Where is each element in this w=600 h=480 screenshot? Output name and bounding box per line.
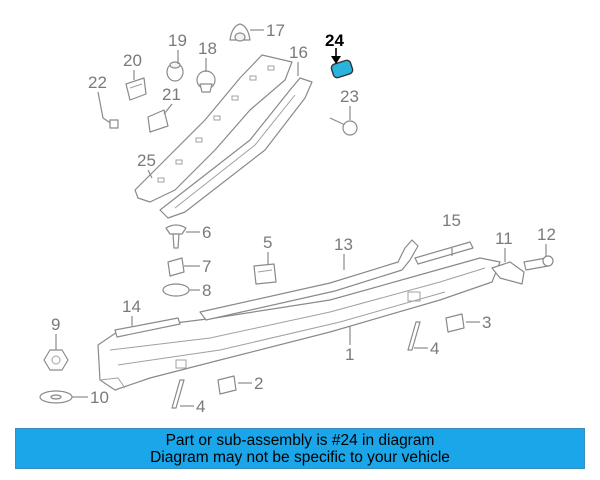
callout-14: 14	[122, 297, 141, 316]
callout-numbers: 1 2 3 4 4 5 6 7 8 9 10 11 12 13 14 15 16…	[51, 21, 556, 416]
callout-19: 19	[168, 31, 187, 50]
callout-15: 15	[442, 211, 461, 230]
plug-part-8	[162, 283, 190, 297]
callout-12: 12	[537, 225, 556, 244]
callout-5: 5	[263, 233, 272, 252]
callout-2: 2	[254, 374, 263, 393]
target-part-24[interactable]	[330, 59, 354, 79]
leader-lines	[55, 29, 547, 407]
callout-9: 9	[51, 315, 60, 334]
strip-part-15	[414, 241, 474, 265]
callout-6: 6	[202, 223, 211, 242]
push-clip-part-12	[523, 255, 554, 271]
callout-25: 25	[137, 151, 156, 170]
cover-part-3	[445, 313, 465, 333]
push-pin-part-6	[165, 224, 187, 249]
callout-8: 8	[202, 281, 211, 300]
callout-22: 22	[88, 73, 107, 92]
callout-4-lower: 4	[196, 397, 205, 416]
bracket-part-20	[125, 77, 147, 101]
callout-23: 23	[340, 87, 359, 106]
strip-part-14	[114, 317, 181, 338]
washer-part-10	[39, 390, 73, 404]
screw-part-22	[102, 117, 119, 129]
bracket-part-21	[147, 109, 169, 133]
pillar-trim-part-16	[159, 77, 313, 219]
callout-24: 24	[325, 31, 344, 50]
callout-21: 21	[162, 85, 181, 104]
banner-line-2: Diagram may not be specific to your vehi…	[150, 448, 450, 466]
parts-diagram: 1 2 3 4 4 5 6 7 8 9 10 11 12 13 14 15 16…	[39, 21, 556, 416]
clip-part-18	[196, 70, 216, 93]
callout-7: 7	[202, 257, 211, 276]
rod-part-4-lower	[171, 379, 185, 409]
pillar-inner-trim-part-25	[134, 54, 293, 203]
callout-10: 10	[90, 388, 109, 407]
callout-1: 1	[345, 345, 354, 364]
callout-17: 17	[266, 21, 285, 40]
clip-part-7	[167, 257, 185, 277]
rod-part-4-upper	[407, 321, 421, 351]
bolt-part-23	[329, 117, 358, 136]
banner-line-1: Part or sub-assembly is #24 in diagram	[165, 431, 435, 449]
callout-20: 20	[123, 51, 142, 70]
rocker-molding-part-13	[199, 239, 419, 321]
bracket-part-11	[491, 261, 525, 285]
callout-3: 3	[482, 313, 491, 332]
callout-16: 16	[289, 43, 308, 62]
callout-11: 11	[495, 229, 513, 248]
callout-13: 13	[334, 235, 353, 254]
nut-part-9	[43, 349, 69, 371]
cap-part-17	[229, 23, 251, 42]
cover-part-2	[217, 375, 237, 395]
info-banner: Part or sub-assembly is #24 in diagram D…	[15, 428, 585, 469]
clip-part-5	[253, 263, 277, 285]
callout-4-upper: 4	[430, 339, 439, 358]
rocker-panel-part-1	[97, 257, 501, 391]
grommet-part-19	[166, 61, 184, 82]
callout-18: 18	[198, 39, 217, 58]
